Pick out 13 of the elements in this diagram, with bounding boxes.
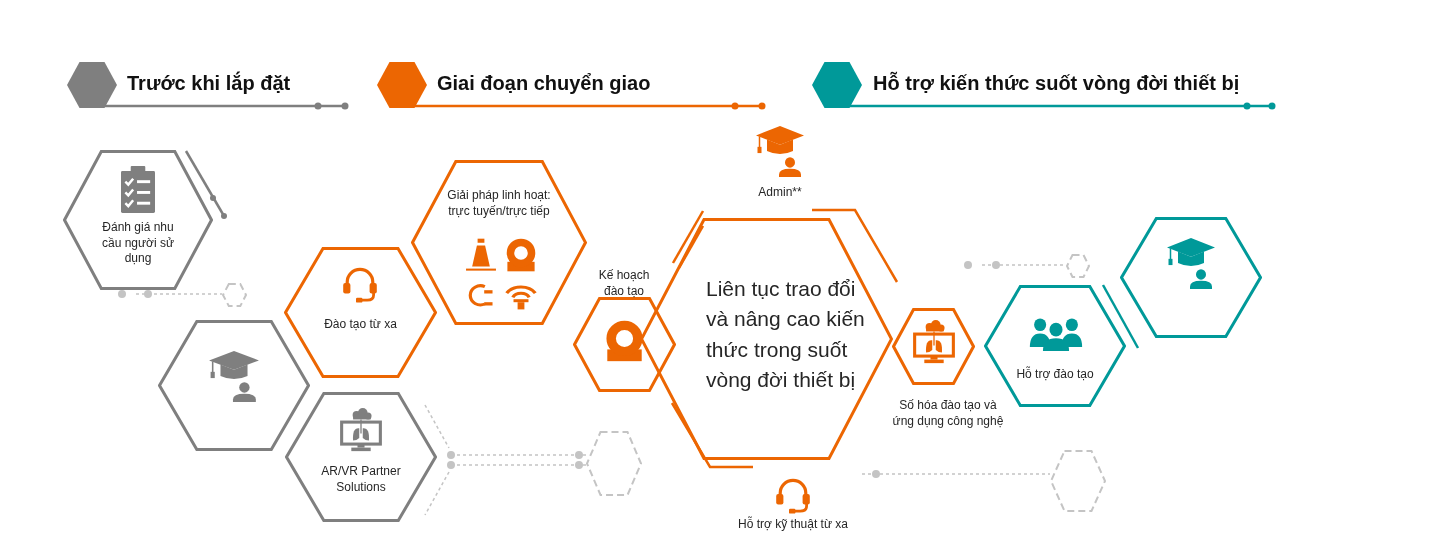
node-label: AR/VR Partner Solutions	[320, 464, 402, 496]
section-heading: Giai đoạn chuyển giao	[437, 71, 652, 96]
caption-text: Admin**	[757, 185, 803, 201]
node-label: Đánh giá nhu cầu người sử dụng	[101, 220, 175, 267]
node-label: Kế hoạch đào tạo	[597, 268, 651, 300]
node-label: Số hóa đào tạo và ứng dụng công nghệ	[891, 398, 1005, 430]
section-heading: Hỗ trợ kiến thức suốt vòng đời thiết bị	[873, 70, 1241, 96]
node-label: Giải pháp linh hoạt: trực tuyến/trực tiếp	[446, 188, 552, 220]
node-label: Hỗ trợ đào tạo	[1015, 367, 1095, 383]
node-label: Đào tạo từ xa	[323, 317, 398, 333]
caption-text: Hỗ trợ kỹ thuật từ xa	[737, 517, 849, 533]
section-heading: Trước khi lắp đặt	[127, 70, 292, 96]
statement-text: Liên tục trao đổi và nâng cao kiến thức trong suốt vòng đời thiết bị	[706, 276, 866, 394]
